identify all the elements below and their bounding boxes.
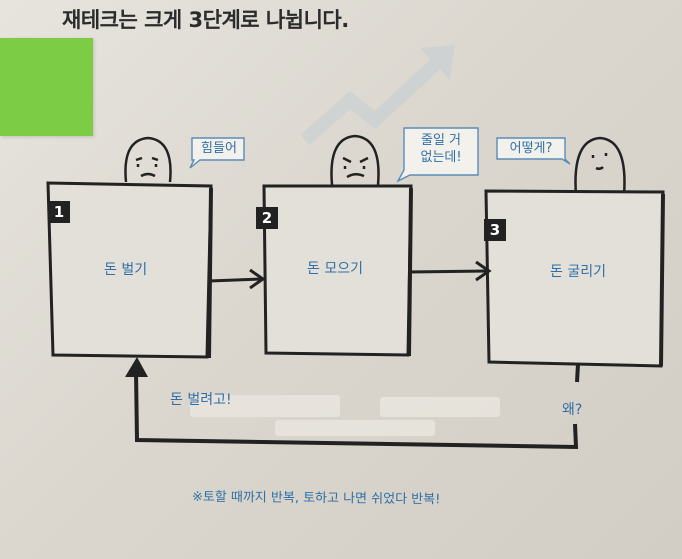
loop-label: 돈 벌려고! bbox=[170, 392, 232, 408]
step-number-badge: 3 bbox=[484, 219, 506, 241]
speech-bubble-3-text: 어떻게? bbox=[509, 141, 553, 156]
step-1-box bbox=[46, 181, 213, 359]
worried-face-icon bbox=[124, 136, 172, 183]
step-1-label: 돈 벌기 bbox=[104, 262, 148, 278]
speech-bubble-2-text: 줄일 거 없는데! bbox=[406, 132, 476, 166]
step-number-badge: 2 bbox=[256, 207, 278, 229]
step-3-label: 돈 굴리기 bbox=[550, 264, 606, 280]
sticky-note bbox=[0, 38, 93, 136]
speech-bubble-2-line2: 없는데! bbox=[420, 150, 462, 165]
feedback-loop-arrow bbox=[134, 363, 580, 450]
background-bar bbox=[380, 397, 500, 417]
speech-bubble-1 bbox=[189, 137, 245, 169]
background-arrow-graphic bbox=[300, 45, 455, 146]
arrow-right-icon bbox=[208, 268, 266, 290]
speech-bubble-1-text: 힘들어 bbox=[201, 141, 237, 156]
step-2-label: 돈 모으기 bbox=[307, 261, 363, 277]
why-label: 왜? bbox=[562, 402, 583, 418]
speech-bubble-2-line1: 줄일 거 bbox=[420, 133, 461, 148]
footnote: ※토할 때까지 반복, 토하고 나면 쉬었다 반복! bbox=[191, 489, 441, 508]
angry-face-icon bbox=[330, 134, 380, 186]
speech-bubble-3 bbox=[496, 137, 571, 165]
arrow-up-icon bbox=[125, 357, 148, 377]
curious-face-icon bbox=[574, 136, 626, 196]
arrow-right-icon bbox=[408, 260, 492, 282]
speech-bubble-2 bbox=[396, 127, 479, 183]
page-heading: 재테크는 크게 3단계로 나뉩니다. bbox=[62, 8, 349, 32]
background-bar bbox=[275, 420, 435, 436]
background-bar bbox=[190, 395, 340, 417]
step-number-badge: 1 bbox=[48, 201, 70, 223]
